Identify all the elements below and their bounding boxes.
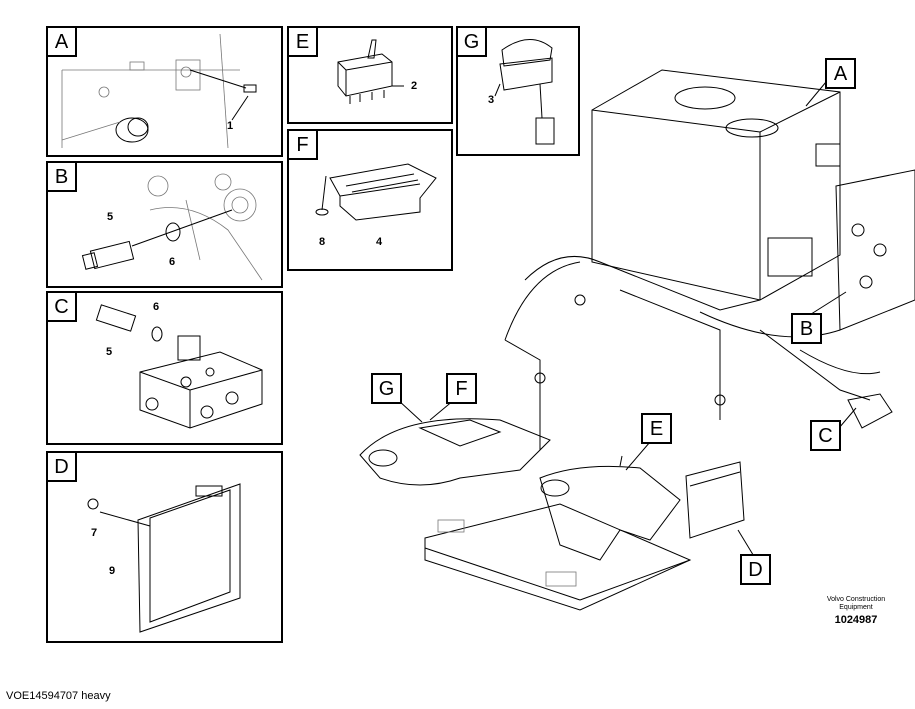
callout-e-label: E bbox=[650, 418, 663, 440]
callout-g-label: G bbox=[379, 378, 395, 400]
item-number-9: 9 bbox=[109, 565, 115, 577]
panel-e-drawing bbox=[337, 39, 404, 104]
panel-g-drawing bbox=[494, 39, 555, 145]
brand-line-1: Volvo Construction bbox=[827, 596, 885, 603]
item-number-5-b: 5 bbox=[107, 211, 113, 223]
callout-c: C bbox=[810, 420, 841, 451]
panel-e: E 2 bbox=[287, 26, 453, 124]
item-number-6-c: 6 bbox=[153, 301, 159, 313]
item-number-1: 1 bbox=[227, 120, 233, 132]
brand-line-2: Equipment bbox=[839, 604, 873, 611]
item-number-5-c: 5 bbox=[106, 346, 112, 358]
panel-e-label: E bbox=[296, 31, 309, 53]
panel-d-drawing bbox=[87, 483, 241, 633]
callout-e: E bbox=[641, 413, 672, 444]
panel-b: B 5 6 bbox=[46, 161, 283, 288]
panel-a-label: A bbox=[55, 31, 69, 53]
panel-f-label: F bbox=[296, 134, 308, 156]
callout-g: G bbox=[371, 373, 402, 404]
panel-g-label: G bbox=[464, 31, 480, 53]
panel-a: A 1 bbox=[46, 26, 283, 157]
callout-a-label: A bbox=[834, 63, 848, 85]
panel-d-label: D bbox=[54, 456, 68, 478]
item-number-2: 2 bbox=[411, 80, 417, 92]
footer-reference: VOE14594707 heavy bbox=[6, 690, 111, 702]
panel-c-drawing bbox=[95, 304, 263, 429]
item-number-4: 4 bbox=[376, 236, 383, 248]
item-number-7: 7 bbox=[91, 527, 97, 539]
panel-c: C 6 5 bbox=[46, 291, 283, 445]
callout-d: D bbox=[740, 554, 771, 585]
callout-b: B bbox=[791, 313, 822, 344]
machine-overview-drawing bbox=[359, 69, 915, 611]
panel-b-drawing bbox=[81, 173, 263, 281]
callout-b-label: B bbox=[800, 318, 813, 340]
item-number-6-b: 6 bbox=[169, 256, 175, 268]
callout-f: F bbox=[446, 373, 477, 404]
drawing-number: 1024987 bbox=[835, 614, 878, 626]
panel-f: F 8 4 bbox=[287, 129, 453, 271]
brand-block: Volvo Construction Equipment 1024987 bbox=[827, 596, 885, 626]
panel-c-label: C bbox=[54, 296, 68, 318]
item-number-3: 3 bbox=[488, 94, 494, 106]
panel-d: D 7 9 bbox=[46, 451, 283, 643]
callout-f-label: F bbox=[455, 378, 467, 400]
callout-c-label: C bbox=[818, 425, 832, 447]
item-number-8: 8 bbox=[319, 236, 325, 248]
callout-d-label: D bbox=[748, 559, 762, 581]
panel-f-drawing bbox=[315, 163, 437, 221]
panel-a-drawing bbox=[61, 33, 257, 149]
callout-a: A bbox=[825, 58, 856, 89]
panel-g: G 3 bbox=[456, 26, 580, 156]
panel-b-label: B bbox=[55, 166, 68, 188]
